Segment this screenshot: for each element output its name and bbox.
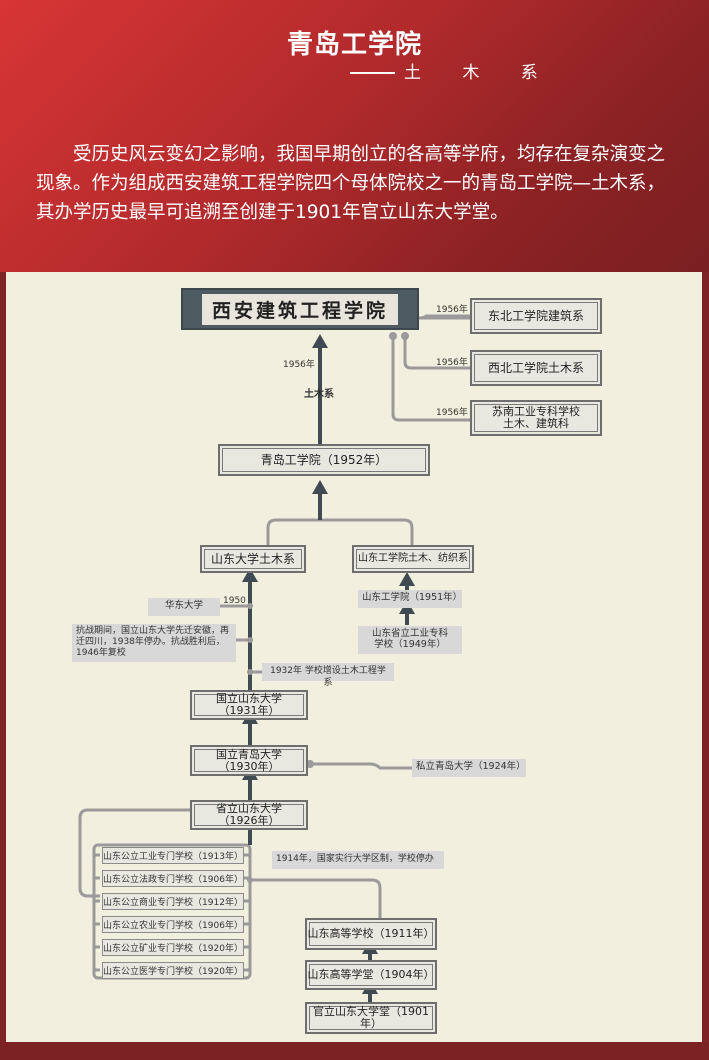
sd-inst-1951-tag: 山东工学院（1951年）: [358, 590, 462, 608]
connector-1914: [250, 878, 382, 918]
arrow-sd-civil: [242, 568, 258, 582]
arrow-sd-inst: [399, 572, 415, 586]
subtitle-dash: [350, 72, 395, 74]
xibei-civil-box: 西北工学院土木系: [470, 350, 602, 386]
arrow-top: [312, 334, 328, 348]
connector-split: [266, 518, 414, 545]
guoli-qd-box: 国立青岛大学 （1930年）: [190, 745, 308, 776]
dongbei-arch-box: 东北工学院建筑系: [470, 298, 602, 334]
xian-institute-label: 西安建筑工程学院: [201, 293, 398, 325]
page-subtitle: 土 木 系: [404, 63, 556, 83]
sunan-line-1: 苏南工业专科学校: [492, 405, 580, 418]
sd-prov-line-2: 学校（1949年）: [374, 639, 446, 650]
private-qd-tag: 私立青岛大学（1924年）: [412, 759, 526, 777]
note-1914: 1914年，国家实行大学区制，学校停办: [272, 851, 444, 869]
sd-prov-1949-tag: 山东省立工业专科 学校（1949年）: [358, 626, 462, 654]
school-list-item: 山东公立工业专门学校（1913年）: [102, 847, 244, 864]
sd-civil-box: 山东大学土木系: [200, 545, 306, 573]
guoli-sd-line-1: 国立山东大学: [216, 692, 282, 705]
year-1956-b: 1956年: [436, 358, 468, 368]
gaodeng-1911-box: 山东高等学校（1911年）: [305, 918, 437, 950]
school-list-bracket: [92, 843, 252, 980]
sd-prov-line-1: 山东省立工业专科: [371, 628, 448, 639]
sunan-line-2: 土木、建筑科: [503, 417, 569, 430]
footer-band: [0, 1042, 709, 1060]
connector-left-loop: [78, 808, 190, 898]
header-banner: 青岛工学院 土 木 系 受历史风云变幻之影响，我国早期创立的各高等学府，均存在复…: [0, 0, 709, 272]
year-1956-d: 1956年: [283, 360, 315, 370]
school-list-item: 山东公立医学专门学校（1920年）: [102, 962, 244, 979]
school-list-item: 山东公立矿业专门学校（1920年）: [102, 939, 244, 956]
school-list-item: 山东公立商业专门学校（1912年）: [102, 893, 244, 910]
guoli-sd-line-2: （1931年）: [218, 704, 280, 717]
guoli-qd-line-2: （1930年）: [218, 759, 280, 773]
shengli-sd-line-2: （1926年）: [218, 814, 280, 827]
note-1932: 1932年 学校增设土木工程学系: [262, 663, 394, 688]
guoli-sd-box: 国立山东大学 （1931年）: [190, 690, 308, 720]
civil-dept-label: 土木系: [304, 389, 334, 400]
sunan-box: 苏南工业专科学校 土木、建筑科: [470, 400, 602, 436]
sd-inst-civil-box: 山东工学院土木、纺织系: [352, 545, 474, 573]
year-1956-c: 1956年: [436, 408, 468, 418]
school-list-item: 山东公立农业专门学校（1906年）: [102, 916, 244, 933]
shengli-sd-box: 省立山东大学 （1926年）: [190, 800, 308, 830]
connector-private: [310, 762, 412, 770]
year-1956-a: 1956年: [436, 305, 468, 315]
guanli-1901-box: 官立山东大学堂（1901年）: [305, 1002, 437, 1034]
huadong-tag: 华东大学: [148, 598, 220, 616]
gaodeng-1904-box: 山东高等学堂（1904年）: [305, 960, 437, 990]
qingdao-institute-box: 青岛工学院（1952年）: [218, 444, 430, 476]
connector-sunan: [391, 336, 470, 422]
page-title: 青岛工学院: [286, 30, 422, 60]
xian-institute-box: 西安建筑工程学院: [181, 288, 419, 330]
arrow-qd: [312, 480, 328, 494]
shengli-sd-line-1: 省立山东大学: [216, 802, 282, 815]
intro-paragraph: 受历史风云变幻之影响，我国早期创立的各高等学府，均存在复杂演变之现象。作为组成西…: [36, 144, 666, 223]
guoli-qd-line-1: 国立青岛大学: [216, 747, 282, 761]
year-1950: 1950: [223, 596, 246, 606]
wartime-note: 抗战期间，国立山东大学先迁安徽，再迁四川，1938年停办。抗战胜利后，1946年…: [72, 624, 236, 662]
connector-xibei: [403, 336, 470, 370]
school-list-item: 山东公立法政专门学校（1906年）: [102, 870, 244, 887]
